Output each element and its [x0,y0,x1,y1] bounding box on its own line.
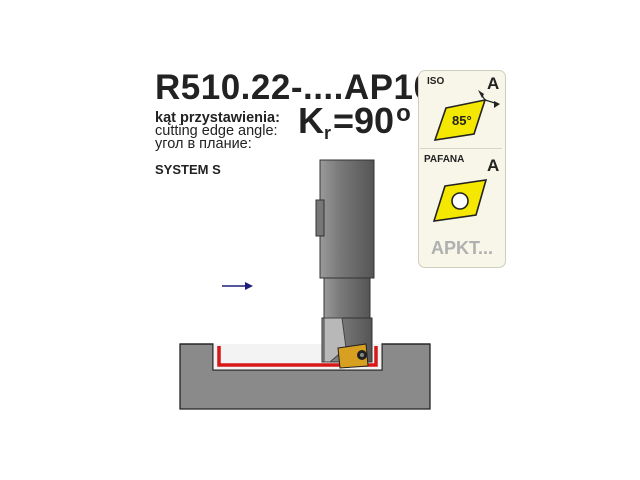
milling-tool [315,159,375,369]
cutting-edge-angle: Kr=90o [298,100,411,143]
workpiece [179,343,431,410]
tool-designation: R510.22-....AP10 [155,68,434,107]
pafana-letter: A [487,156,500,175]
panel-divider [420,148,502,149]
angle-label-polish: kąt przystawienia: [155,110,280,126]
angle-label-russian: угол в плание: [155,136,252,152]
iso-label: ISO [427,76,445,87]
feed-direction-arrow [222,282,253,290]
angle-symbol: K [298,100,324,141]
iso-letter: A [487,74,500,93]
insert-code: APKT... [431,238,494,258]
pafana-label: PAFANA [424,154,465,165]
system-label: SYSTEM S [155,162,221,177]
angle-subscript: r [324,123,332,143]
angle-label-english: cutting edge angle: [155,123,278,139]
angle-value: =90 [333,100,395,141]
angle-degree: o [396,100,411,127]
